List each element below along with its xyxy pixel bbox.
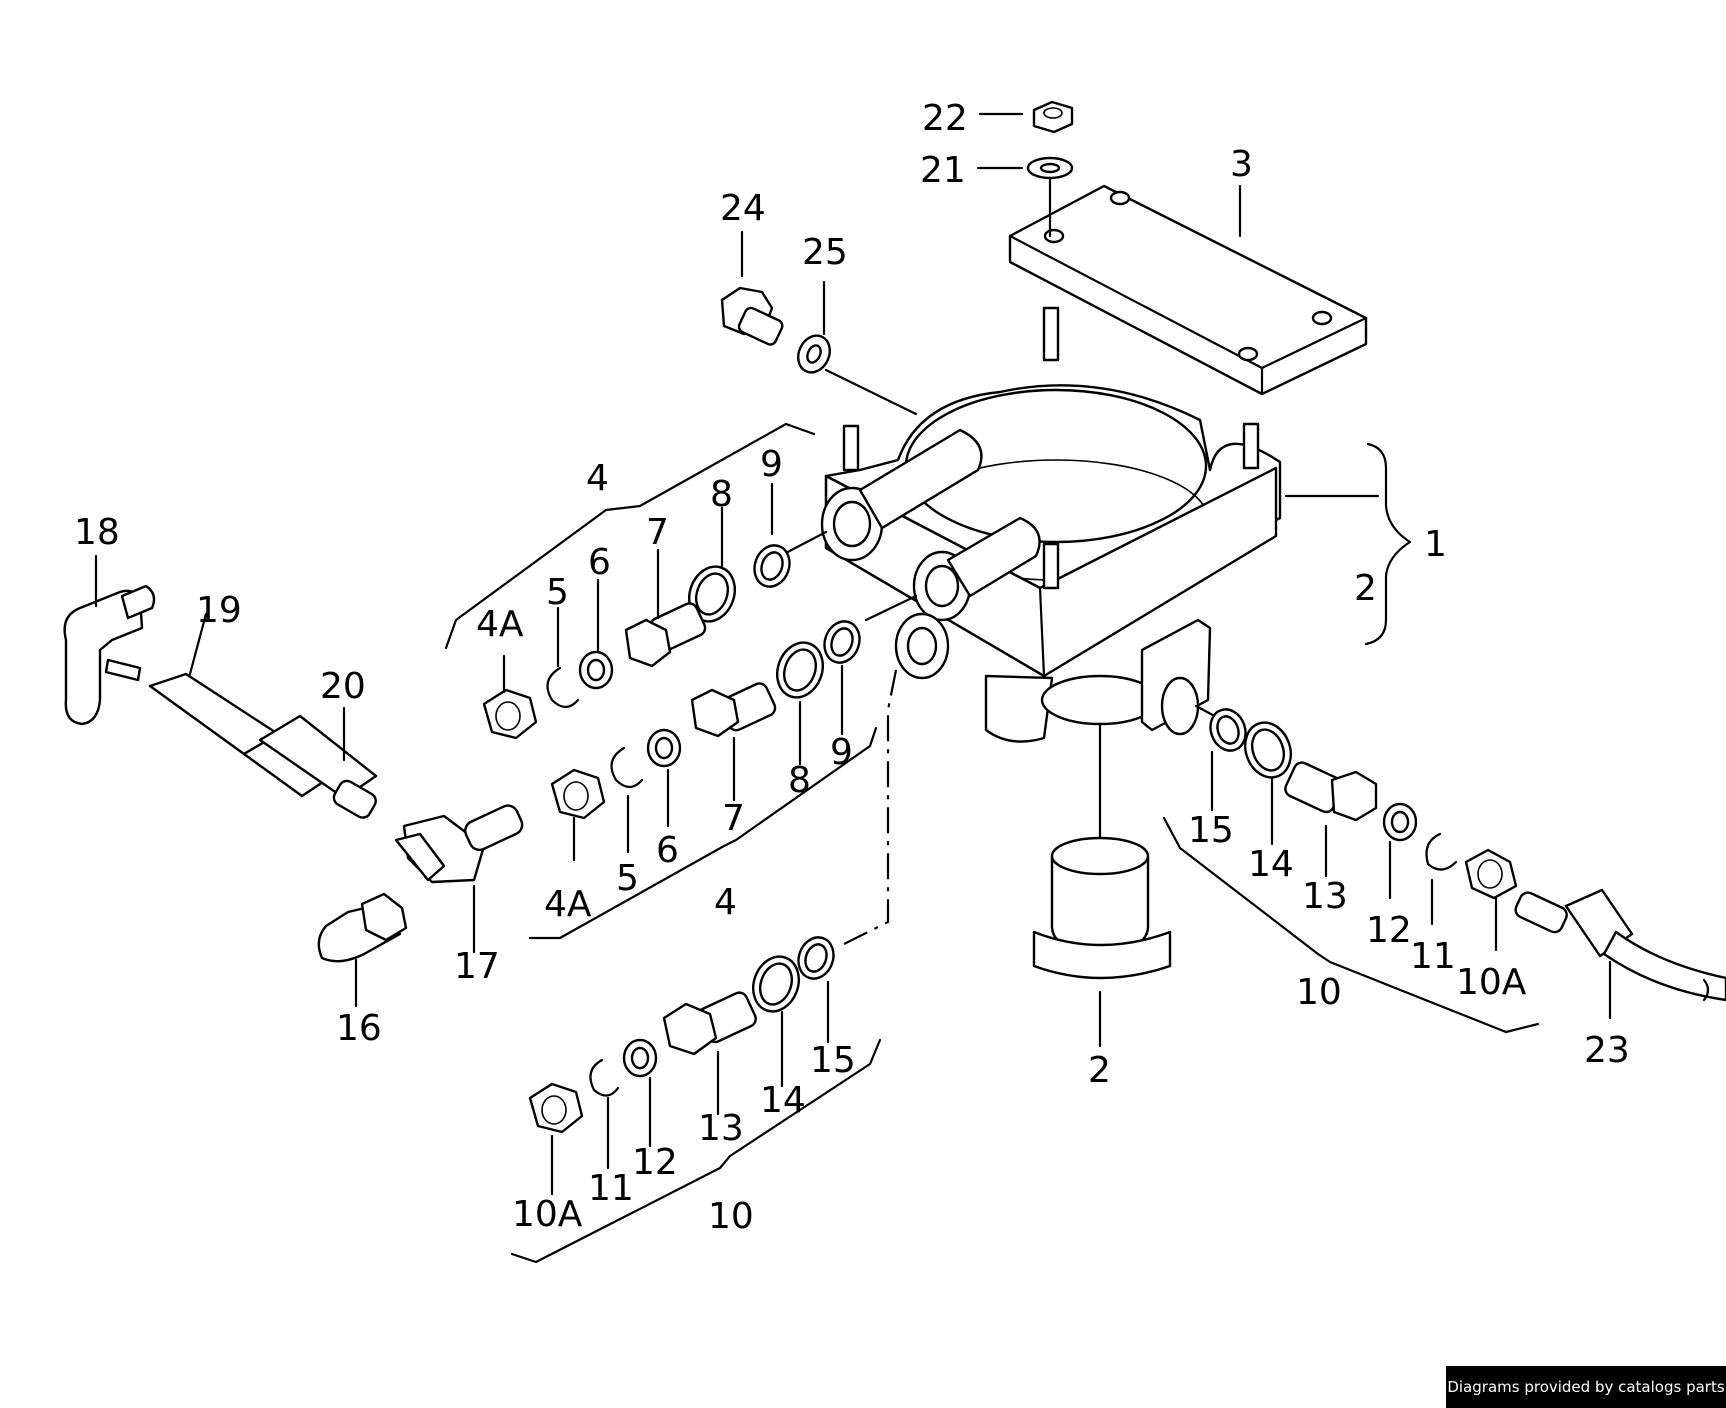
sealing-ring-8-lower[interactable]: [770, 636, 830, 704]
callout-25: 25: [802, 232, 848, 273]
callout-13-right: 13: [1302, 876, 1348, 917]
callout-22: 22: [922, 98, 968, 139]
callout-11-right: 11: [1410, 936, 1456, 977]
sealing-ring-8-upper[interactable]: [682, 560, 742, 628]
o-ring-9-upper[interactable]: [749, 540, 795, 591]
callout-14-right: 14: [1248, 844, 1294, 885]
callout-14-lower: 14: [760, 1080, 806, 1121]
callout-8-upper: 8: [710, 474, 733, 515]
callout-1: 1: [1424, 524, 1447, 565]
elbow-fitting-18[interactable]: [63, 584, 156, 726]
callout-10-right: 10: [1296, 972, 1342, 1013]
callout-labels: 22 21 3 24 25 1 2 2 18 19 20 4 4A 5 6 7 …: [74, 98, 1630, 1237]
callout-7-upper: 7: [646, 512, 669, 553]
callout-20: 20: [320, 666, 366, 707]
callout-3: 3: [1230, 144, 1253, 185]
circlip-5-lower[interactable]: [610, 746, 644, 789]
nut-4A-lower[interactable]: [550, 768, 606, 820]
fitting-7-upper[interactable]: [624, 601, 708, 668]
callout-4A-lower: 4A: [544, 884, 592, 925]
callout-2-filter: 2: [1088, 1050, 1111, 1091]
nut-4A-upper[interactable]: [482, 688, 538, 740]
group-bracket-1-2: [1284, 442, 1412, 646]
o-ring-9-lower[interactable]: [819, 616, 865, 667]
sleeve-6-lower[interactable]: [646, 728, 682, 768]
group-bracket-4-upper: [444, 422, 816, 650]
leader-lines: [94, 112, 1612, 1196]
sleeve-6-upper[interactable]: [578, 650, 614, 690]
group-bracket-4-lower: [528, 726, 878, 940]
o-ring-15-lower[interactable]: [793, 932, 839, 983]
sealing-ring-14-lower[interactable]: [746, 950, 806, 1018]
filter-cup[interactable]: [1032, 836, 1172, 980]
sleeve-12-right[interactable]: [1382, 802, 1418, 842]
callout-19: 19: [196, 590, 242, 631]
callout-4-lower: 4: [714, 882, 737, 923]
nut-10A-right[interactable]: [1464, 848, 1518, 900]
callout-12-right: 12: [1366, 910, 1412, 951]
hose-20[interactable]: [258, 714, 379, 821]
o-ring-15-right[interactable]: [1205, 704, 1251, 755]
callout-17: 17: [454, 946, 500, 987]
group-bracket-10-lower: [510, 1038, 882, 1264]
callout-24: 24: [720, 188, 766, 229]
callout-9-lower: 9: [830, 732, 853, 773]
callout-10-lower: 10: [708, 1196, 754, 1237]
plug-16[interactable]: [317, 892, 408, 963]
callout-23: 23: [1584, 1030, 1630, 1071]
group-bracket-10-right: [1162, 816, 1540, 1034]
mounting-plate[interactable]: [1008, 184, 1368, 396]
callout-13-lower: 13: [698, 1108, 744, 1149]
flat-washer[interactable]: [1026, 156, 1074, 180]
circlip-5-upper[interactable]: [546, 666, 580, 709]
callout-12-lower: 12: [632, 1142, 678, 1183]
callout-4-upper: 4: [586, 458, 609, 499]
nut-10A-lower[interactable]: [528, 1082, 584, 1134]
valve-body[interactable]: [820, 306, 1282, 743]
callout-16: 16: [336, 1008, 382, 1049]
banjo-bolt[interactable]: [720, 286, 784, 346]
sleeve-12-lower[interactable]: [622, 1038, 658, 1078]
hose-assembly[interactable]: [1513, 888, 1726, 1002]
fitting-13-right[interactable]: [1283, 760, 1378, 822]
callout-2-bracket: 2: [1354, 568, 1377, 609]
callout-11-lower: 11: [588, 1168, 634, 1209]
tee-fitting-17[interactable]: [394, 802, 525, 884]
callout-21: 21: [920, 150, 966, 191]
callout-9-upper: 9: [760, 444, 783, 485]
fitting-13-lower[interactable]: [662, 990, 758, 1056]
callout-15-right: 15: [1188, 810, 1234, 851]
circlip-11-lower[interactable]: [589, 1058, 620, 1097]
sealing-washer[interactable]: [792, 330, 835, 377]
sealing-ring-14-right[interactable]: [1238, 716, 1298, 784]
callout-5-lower: 5: [616, 858, 639, 899]
callout-10A-lower: 10A: [512, 1194, 583, 1235]
callout-18: 18: [74, 512, 120, 553]
callout-7-lower: 7: [722, 798, 745, 839]
fitting-7-lower[interactable]: [690, 681, 778, 738]
callout-6-lower: 6: [656, 830, 679, 871]
callout-8-lower: 8: [788, 760, 811, 801]
callout-5-upper: 5: [546, 572, 569, 613]
credit-badge: Diagrams provided by catalogs parts: [1446, 1366, 1726, 1408]
callout-4A-upper: 4A: [476, 604, 524, 645]
callout-15-lower: 15: [810, 1040, 856, 1081]
hex-nut[interactable]: [1032, 100, 1074, 134]
circlip-11-right[interactable]: [1425, 832, 1458, 871]
callout-10A-right: 10A: [1456, 962, 1527, 1003]
callout-6-upper: 6: [588, 542, 611, 583]
